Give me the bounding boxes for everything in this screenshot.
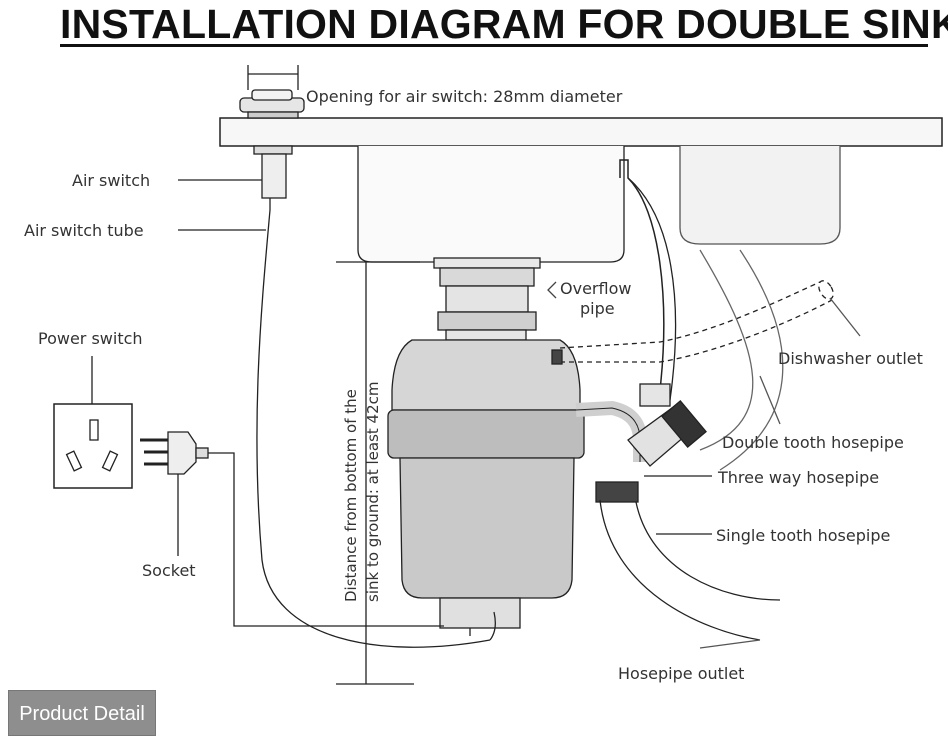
left-sink-bowl	[357, 146, 625, 263]
air-switch-tube	[256, 209, 491, 648]
overflow-pipe	[619, 159, 665, 391]
label-overflow-line2: pipe	[580, 299, 615, 318]
power-switch-outlet	[53, 403, 133, 489]
label-distance-line1: Distance from bottom of the	[342, 389, 360, 602]
label-socket: Socket	[142, 561, 196, 580]
label-power-switch: Power switch	[38, 329, 143, 348]
label-opening: Opening for air switch: 28mm diameter	[306, 87, 623, 106]
right-sink-bowl	[679, 146, 841, 245]
label-air-switch: Air switch	[72, 171, 150, 190]
disposer-base	[439, 597, 521, 629]
diagram-title: INSTALLATION DIAGRAM FOR DOUBLE SINK	[60, 1, 948, 47]
air-switch-button	[239, 89, 305, 119]
label-distance-line2: sink to ground: at least 42cm	[364, 381, 382, 602]
three-way-hosepipe	[627, 400, 707, 467]
label-hosepipe-outlet: Hosepipe outlet	[618, 664, 744, 683]
single-tooth-connector	[595, 481, 639, 503]
product-detail-button[interactable]: Product Detail	[8, 690, 156, 736]
label-three-way: Three way hosepipe	[717, 468, 879, 487]
label-dishwasher-outlet: Dishwasher outlet	[778, 349, 923, 368]
label-air-switch-tube: Air switch tube	[24, 221, 144, 240]
title-underline	[60, 44, 928, 47]
label-double-tooth: Double tooth hosepipe	[722, 433, 904, 452]
air-switch-body	[253, 145, 293, 210]
label-single-tooth: Single tooth hosepipe	[716, 526, 890, 545]
hosepipe-outer	[599, 499, 761, 641]
hosepipe-inner	[635, 501, 781, 601]
socket-plug	[140, 431, 209, 475]
opening-dimension-marker	[247, 65, 299, 90]
disposer-flange	[433, 257, 541, 341]
power-cord	[208, 452, 444, 627]
distance-dimension	[336, 261, 420, 685]
disposer-lower	[399, 457, 575, 599]
label-overflow-line1: Overflow	[560, 279, 631, 298]
countertop	[219, 117, 943, 147]
disposer-band	[387, 409, 585, 459]
